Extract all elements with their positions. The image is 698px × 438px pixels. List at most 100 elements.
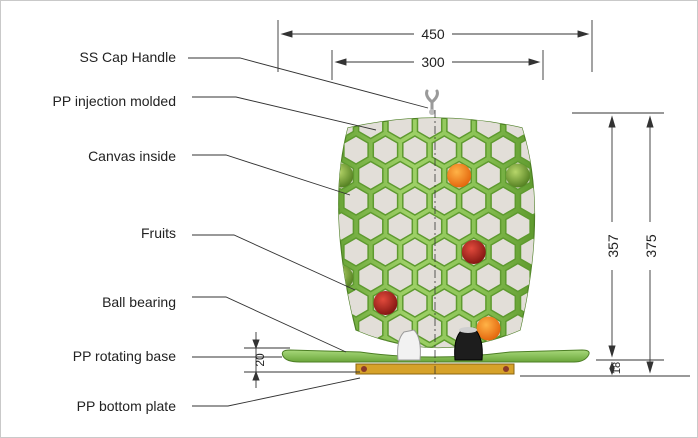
fruit [447,163,472,188]
hexagon-cell [490,237,517,267]
hexagon-cell [460,288,487,318]
hexagon-cell [338,211,355,242]
hexagon-cell [416,313,443,344]
hexagon-cell [431,186,458,216]
hexagon-cell [475,211,502,242]
hexagon-cell [519,186,535,216]
hexagon-cell [285,136,309,164]
hexagon-cell [338,186,340,216]
hexagon-cell [550,289,574,317]
dim-300: 300 [421,54,445,70]
hexagon-cell [609,289,633,317]
hexagon-cell [460,135,487,165]
hexagon-cell [594,111,618,139]
hexagon-cell [609,187,633,215]
hexagon-cell [624,264,648,292]
hexagon-cell [505,211,531,242]
hexagon-cell [343,135,369,165]
hexagon-cell [475,262,502,293]
hexagon-cell [338,237,340,267]
hexagon-cell [285,289,309,317]
fruit [461,240,486,264]
height-dimensions [520,112,690,377]
white-cup [397,329,421,361]
hexagon-cell [565,162,589,190]
hexagon-cell [343,186,369,216]
hexagon-cell [535,111,559,139]
hexagon-cell [446,211,472,242]
hexagon-cell [372,237,399,267]
hexagon-cell [579,136,603,164]
hexagon-cell [357,262,384,293]
hexagon-cell [519,135,535,165]
hexagon-cell [609,136,633,164]
hexagon-cell [565,213,589,241]
hexagon-cell [416,160,443,191]
hexagon-cell [535,162,559,190]
hexagon-cell [550,136,574,164]
hexagon-cell [372,135,399,165]
hexagon-cell [402,186,428,216]
hexagon-cell [579,187,603,215]
hexagon-cell [460,186,487,216]
dim-450: 450 [421,26,445,42]
hexagon-cell [402,288,428,318]
hexagon-cell [579,238,603,266]
label-cap-handle: SS Cap Handle [79,49,176,65]
hexagon-cell [565,315,589,343]
hexagon-cell [387,118,414,140]
rotating-base [281,349,590,363]
hexagon-cell [416,118,443,140]
hexagon-cell [505,313,531,344]
hexagon-cell [431,237,458,267]
label-injection-molded: PP injection molded [52,93,176,109]
hexagon-cell [343,237,369,267]
fruit [565,215,589,239]
leader-lines [188,57,429,407]
hexagon-cell [565,366,589,394]
hexagon-cell [594,315,618,343]
fruit [338,265,354,290]
hexagon-cell [431,135,458,165]
dim-20: 20 [253,353,267,367]
hexagon-cell [490,288,517,318]
hexagon-cell [653,162,677,190]
hexagon-cell [372,186,399,216]
hexagon-cell [519,237,535,267]
dim-375: 375 [643,234,659,258]
hexagon-cell [475,160,502,191]
hexagon-cell [624,315,648,343]
label-bottom-plate: PP bottom plate [76,398,176,414]
label-rotating-base: PP rotating base [72,348,176,364]
hexagon-cell [490,135,517,165]
hexagon-cell [387,160,414,191]
hexagon-cell [329,366,353,394]
hexagon-cell [653,366,677,394]
dim-18: 18 [611,362,623,374]
hexagon-cell [490,186,517,216]
hexagon-cell [357,313,384,344]
hexagon-cell [285,187,309,215]
hexagon-cell [565,264,589,292]
hexagon-cell [357,118,384,140]
hexagon-cell [300,366,324,394]
hexagon-cell [300,264,324,292]
hexagon-cell [653,315,677,343]
hexagon-cell [550,238,574,266]
hexagon-cell [446,118,472,140]
hexagon-cell [338,135,340,165]
hexagon-cell [505,118,531,140]
label-ball-bearing: Ball bearing [102,294,176,310]
hexagon-cell [285,238,309,266]
black-cup [454,327,483,361]
hexagon-cell [338,313,355,344]
fruit [476,316,501,341]
hexagon-cell [402,237,428,267]
hexagon-cell [535,315,559,343]
base-height-dimension [244,332,360,388]
hexagon-cell [357,211,384,242]
fruit [338,163,354,188]
hexagon-cell [446,262,472,293]
hexagon-cell [565,111,589,139]
